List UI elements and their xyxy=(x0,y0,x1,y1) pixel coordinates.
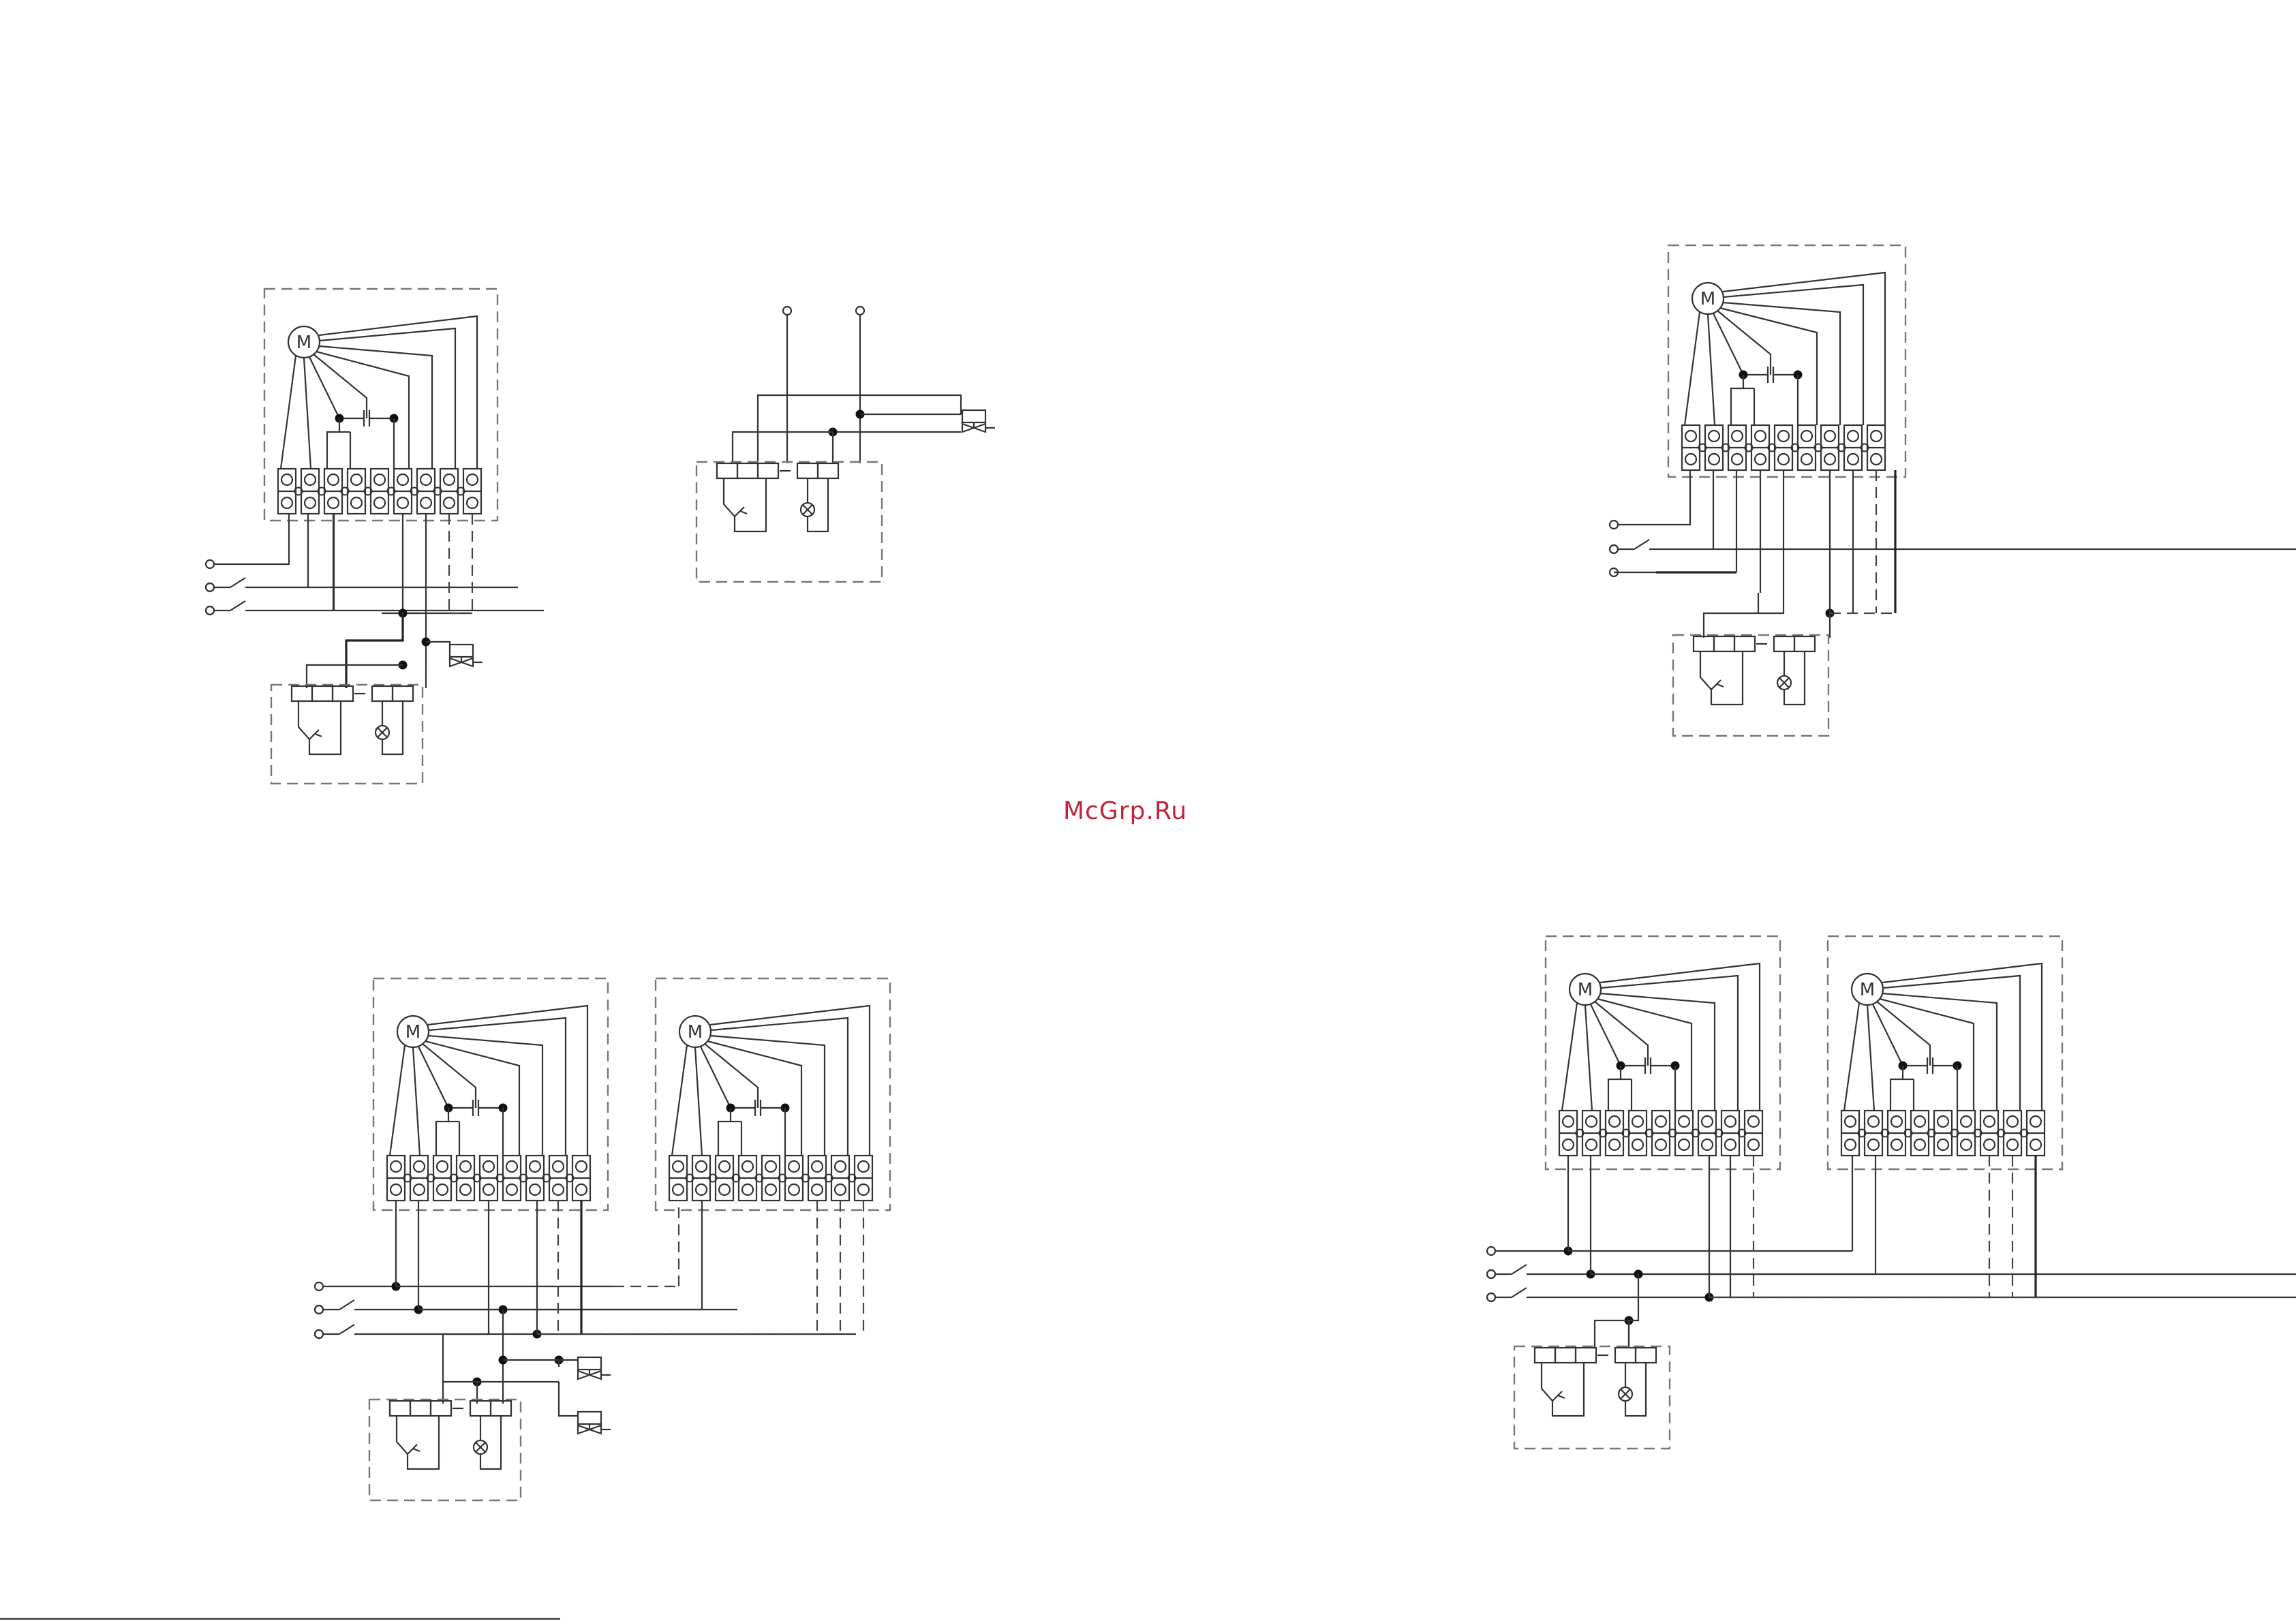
terminal-open-icon xyxy=(783,307,791,315)
terminal-open-icon xyxy=(206,560,214,568)
switch-icon xyxy=(1487,1288,2296,1301)
terminal-open-icon xyxy=(856,307,864,315)
lamp-icon xyxy=(474,1416,501,1469)
valve-icon xyxy=(450,645,483,666)
terminal-block-icon xyxy=(1559,1111,1762,1156)
motor-icon: M xyxy=(679,1016,711,1047)
motor-unit: M xyxy=(1828,936,2062,1169)
lamp-icon xyxy=(1777,651,1805,705)
motor-label: M xyxy=(1578,980,1593,1000)
motor-label: M xyxy=(688,1022,703,1042)
terminal-open-icon xyxy=(315,1282,323,1290)
motor-icon: M xyxy=(1570,974,1601,1005)
motor-label: M xyxy=(296,333,311,353)
lamp-icon xyxy=(376,701,403,754)
diagram-top-right: M xyxy=(1610,245,2296,736)
valve-icon xyxy=(578,1412,611,1434)
diagram-top-center xyxy=(697,307,995,582)
motor-unit: M xyxy=(373,978,608,1210)
motor-unit: M xyxy=(656,978,890,1210)
controller-unit xyxy=(697,462,882,582)
motor-icon: M xyxy=(397,1016,429,1047)
thermostat-icon xyxy=(299,701,341,754)
motor-unit: M xyxy=(264,289,498,521)
controller-unit xyxy=(271,685,423,784)
terminal-block-icon xyxy=(278,469,481,514)
motor-icon: M xyxy=(1692,283,1724,314)
motor-unit: M xyxy=(1668,245,1905,477)
switch-icon xyxy=(206,601,544,615)
watermark-text: McGrp.Ru xyxy=(1063,797,1234,838)
thermostat-icon xyxy=(1700,651,1743,705)
motor-label: M xyxy=(1860,980,1875,1000)
motor-unit: M xyxy=(1546,936,1780,1169)
motor-icon: M xyxy=(1852,974,1883,1005)
terminal-open-icon xyxy=(1487,1247,1495,1255)
controller-unit xyxy=(1673,635,1828,736)
thermostat-icon xyxy=(397,1416,439,1469)
terminal-block-icon xyxy=(1682,425,1885,470)
valve-icon xyxy=(578,1357,611,1379)
motor-label: M xyxy=(405,1022,420,1042)
thermostat-icon xyxy=(724,478,766,531)
switch-icon xyxy=(315,1300,737,1314)
motor-icon: M xyxy=(288,326,320,358)
switch-icon xyxy=(1487,1265,2296,1278)
terminal-block-icon xyxy=(1841,1111,2045,1156)
thermostat-icon xyxy=(1542,1363,1584,1416)
controller-unit xyxy=(1514,1346,1670,1449)
terminal-open-icon xyxy=(1610,521,1618,529)
terminal-block-icon xyxy=(387,1156,590,1201)
motor-label: M xyxy=(1700,289,1715,309)
valve-icon xyxy=(962,410,995,432)
lamp-icon xyxy=(1619,1363,1646,1416)
controller-unit xyxy=(369,1400,521,1500)
terminal-block-icon xyxy=(669,1156,872,1201)
switch-icon xyxy=(206,578,518,591)
diagram-top-left: M xyxy=(206,289,544,784)
switch-icon xyxy=(315,1325,856,1338)
lamp-icon xyxy=(801,478,828,531)
